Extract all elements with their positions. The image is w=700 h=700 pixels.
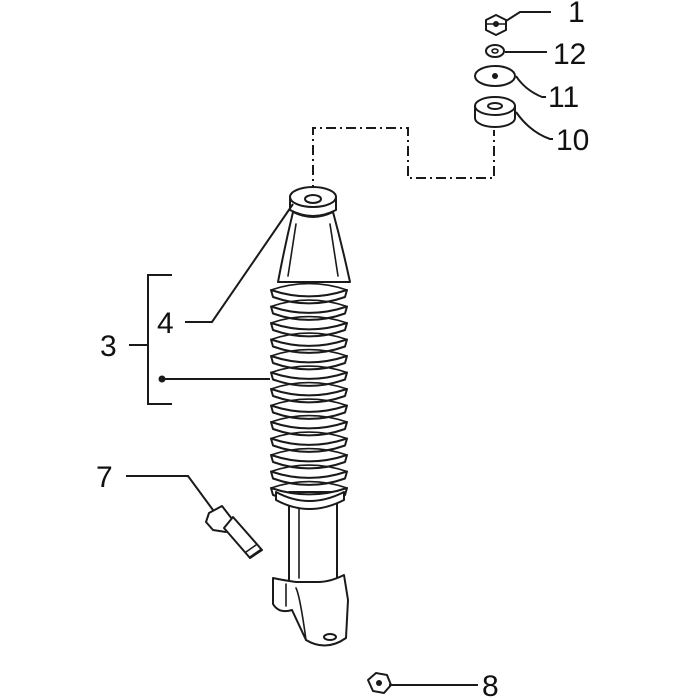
spring-coil	[270, 305, 348, 321]
part-11-cup-washer	[474, 65, 516, 87]
callout-7: 7	[96, 461, 113, 494]
spring-coil-back	[270, 398, 348, 407]
spring-coil-back	[270, 299, 348, 308]
spring-coil-back	[270, 282, 348, 291]
spring-coil	[270, 437, 348, 453]
spring-coil	[270, 404, 348, 420]
part-1-nut	[485, 14, 507, 36]
part-7-bolt	[205, 505, 263, 559]
callout-12: 12	[553, 38, 586, 71]
callout-3: 3	[100, 330, 117, 363]
callout-4: 4	[157, 307, 174, 340]
callout-1: 1	[568, 0, 585, 29]
spring-coil-back	[270, 447, 348, 456]
spring-seat	[275, 491, 345, 510]
assembly-line	[312, 127, 495, 195]
spring-coil	[270, 388, 348, 404]
callout-8: 8	[482, 670, 499, 700]
part-8-nut	[367, 672, 392, 694]
part-12-washer	[485, 44, 505, 58]
spring-coil-back	[270, 348, 348, 357]
spring-coil-back	[270, 381, 348, 390]
callout-10: 10	[556, 124, 589, 157]
spring-coil-back	[270, 315, 348, 324]
coil-spring	[270, 282, 348, 510]
spring-coil	[270, 322, 348, 338]
spring-coil-back	[270, 365, 348, 374]
spring-coil-back	[270, 464, 348, 473]
spring-coil-back	[270, 414, 348, 423]
callout-11: 11	[548, 81, 579, 114]
spring-coil	[270, 289, 348, 305]
spring-coil	[270, 421, 348, 437]
spring-coil-back	[270, 431, 348, 440]
part-10-rubber-bushing	[474, 96, 516, 128]
spring-coil	[270, 454, 348, 470]
spring-coil	[270, 371, 348, 387]
group-3-bracket	[129, 274, 172, 405]
spring-coil	[270, 470, 348, 486]
spring-coil-back	[270, 332, 348, 341]
leader-lines	[126, 11, 553, 686]
spring-coil	[270, 338, 348, 354]
spring-coil-back	[270, 480, 348, 489]
shock-absorber	[270, 186, 351, 647]
spring-coil	[270, 355, 348, 371]
